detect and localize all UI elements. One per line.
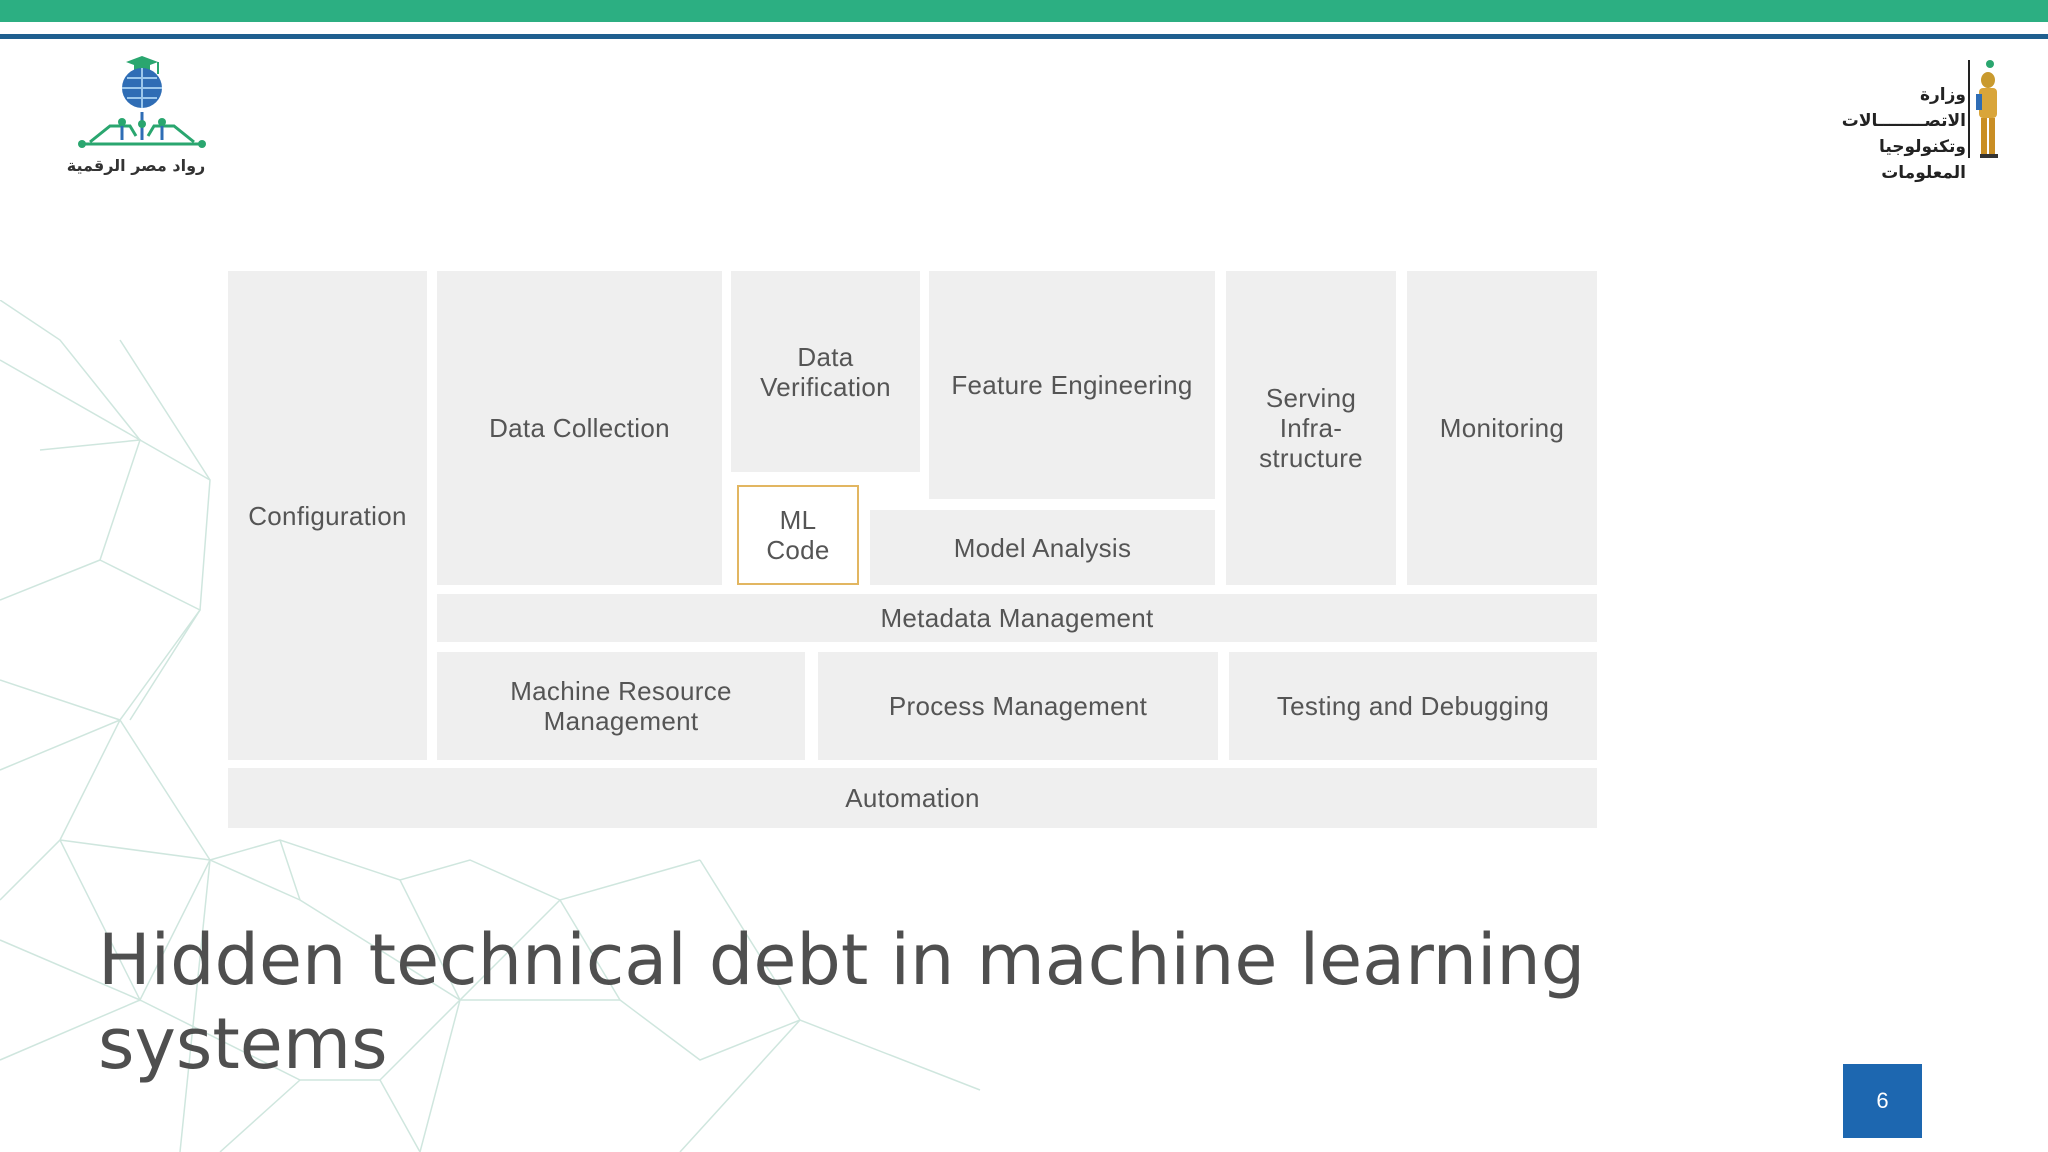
top-rule bbox=[0, 34, 2048, 39]
label-machine-resource-management: Machine Resource Management bbox=[510, 676, 732, 736]
label-serving-infrastructure: Serving Infra- structure bbox=[1259, 383, 1363, 473]
label-automation: Automation bbox=[845, 783, 980, 813]
box-ml-code: ML Code bbox=[737, 485, 859, 585]
label-process-management: Process Management bbox=[888, 691, 1148, 721]
page-number-badge: 6 bbox=[1843, 1064, 1922, 1138]
ministry-line-1: وزارة الاتصــــــــالات bbox=[1841, 85, 1966, 131]
slide-title: Hidden technical debt in machine learnin… bbox=[98, 919, 1586, 1085]
label-metadata-management: Metadata Management bbox=[880, 603, 1154, 633]
ministry-emblem-figure bbox=[1968, 60, 1998, 158]
box-machine-resource-management: Machine Resource Management bbox=[437, 652, 805, 760]
label-monitoring: Monitoring bbox=[1439, 413, 1565, 443]
box-data-verification: Data Verification bbox=[731, 271, 920, 472]
rowad-masr-logo bbox=[78, 56, 206, 148]
label-testing-debugging: Testing and Debugging bbox=[1276, 691, 1550, 721]
label-data-collection: Data Collection bbox=[489, 413, 670, 443]
box-monitoring: Monitoring bbox=[1407, 271, 1597, 585]
label-configuration: Configuration bbox=[248, 500, 407, 531]
label-ml-code: ML Code bbox=[766, 505, 830, 565]
box-feature-engineering: Feature Engineering bbox=[929, 271, 1215, 499]
box-testing-debugging: Testing and Debugging bbox=[1229, 652, 1597, 760]
box-process-management: Process Management bbox=[818, 652, 1218, 760]
box-data-collection: Data Collection bbox=[437, 271, 722, 585]
ministry-line-2: وتكنولوجيا المعلومات bbox=[1878, 137, 1966, 183]
box-serving-infrastructure: Serving Infra- structure bbox=[1226, 271, 1396, 585]
box-automation: Automation bbox=[228, 768, 1597, 828]
top-accent-bar bbox=[0, 0, 2048, 22]
box-configuration: Configuration bbox=[228, 271, 427, 760]
box-model-analysis: Model Analysis bbox=[870, 510, 1215, 585]
box-metadata-management: Metadata Management bbox=[437, 594, 1597, 642]
network-background-graphic bbox=[0, 300, 981, 1152]
ministry-logo-text: وزارة الاتصــــــــالات وتكنولوجيا المعل… bbox=[1790, 82, 1966, 186]
left-logo-caption: رواد مصر الرقمية bbox=[66, 156, 206, 175]
label-model-analysis: Model Analysis bbox=[953, 532, 1132, 563]
label-feature-engineering: Feature Engineering bbox=[951, 370, 1193, 400]
label-data-verification: Data Verification bbox=[760, 341, 891, 402]
